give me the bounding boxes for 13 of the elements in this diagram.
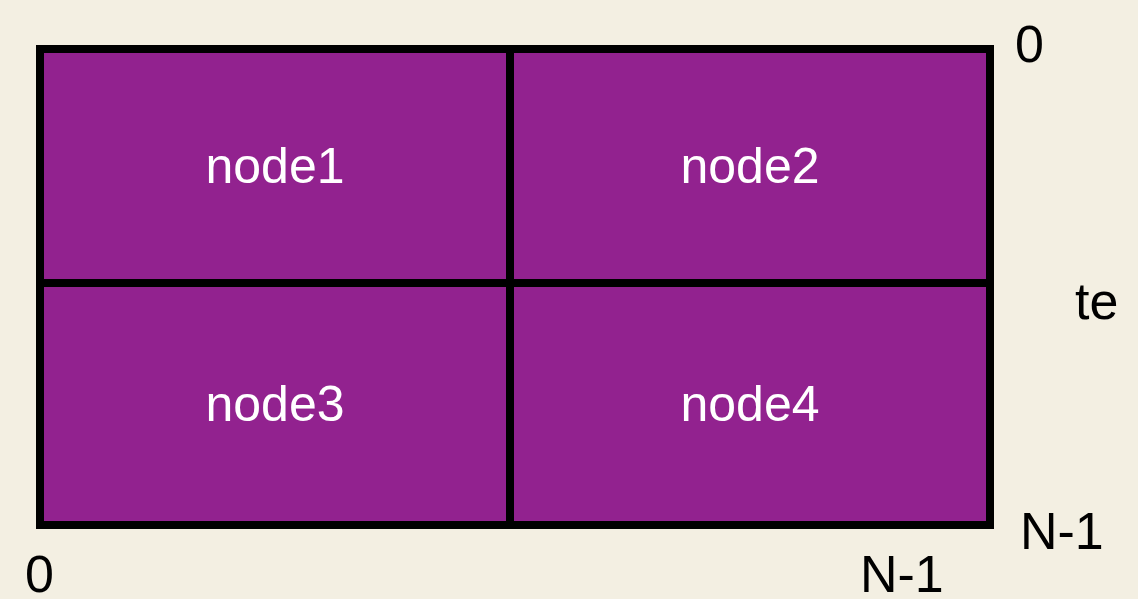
grid-cell [36, 287, 514, 529]
cell-label: node1 [205, 137, 345, 195]
grid-cell [514, 45, 994, 287]
grid-cell [514, 287, 994, 529]
cell-label: node2 [680, 137, 820, 195]
axis-label: te [1075, 275, 1119, 327]
cell-label: node3 [205, 375, 345, 433]
index-label: 0 [25, 548, 54, 599]
index-label: N-1 [860, 548, 944, 599]
index-label: 0 [1015, 18, 1044, 70]
index-label: N-1 [1020, 505, 1104, 557]
grid-cell [36, 45, 514, 287]
cell-label: node4 [680, 375, 820, 433]
